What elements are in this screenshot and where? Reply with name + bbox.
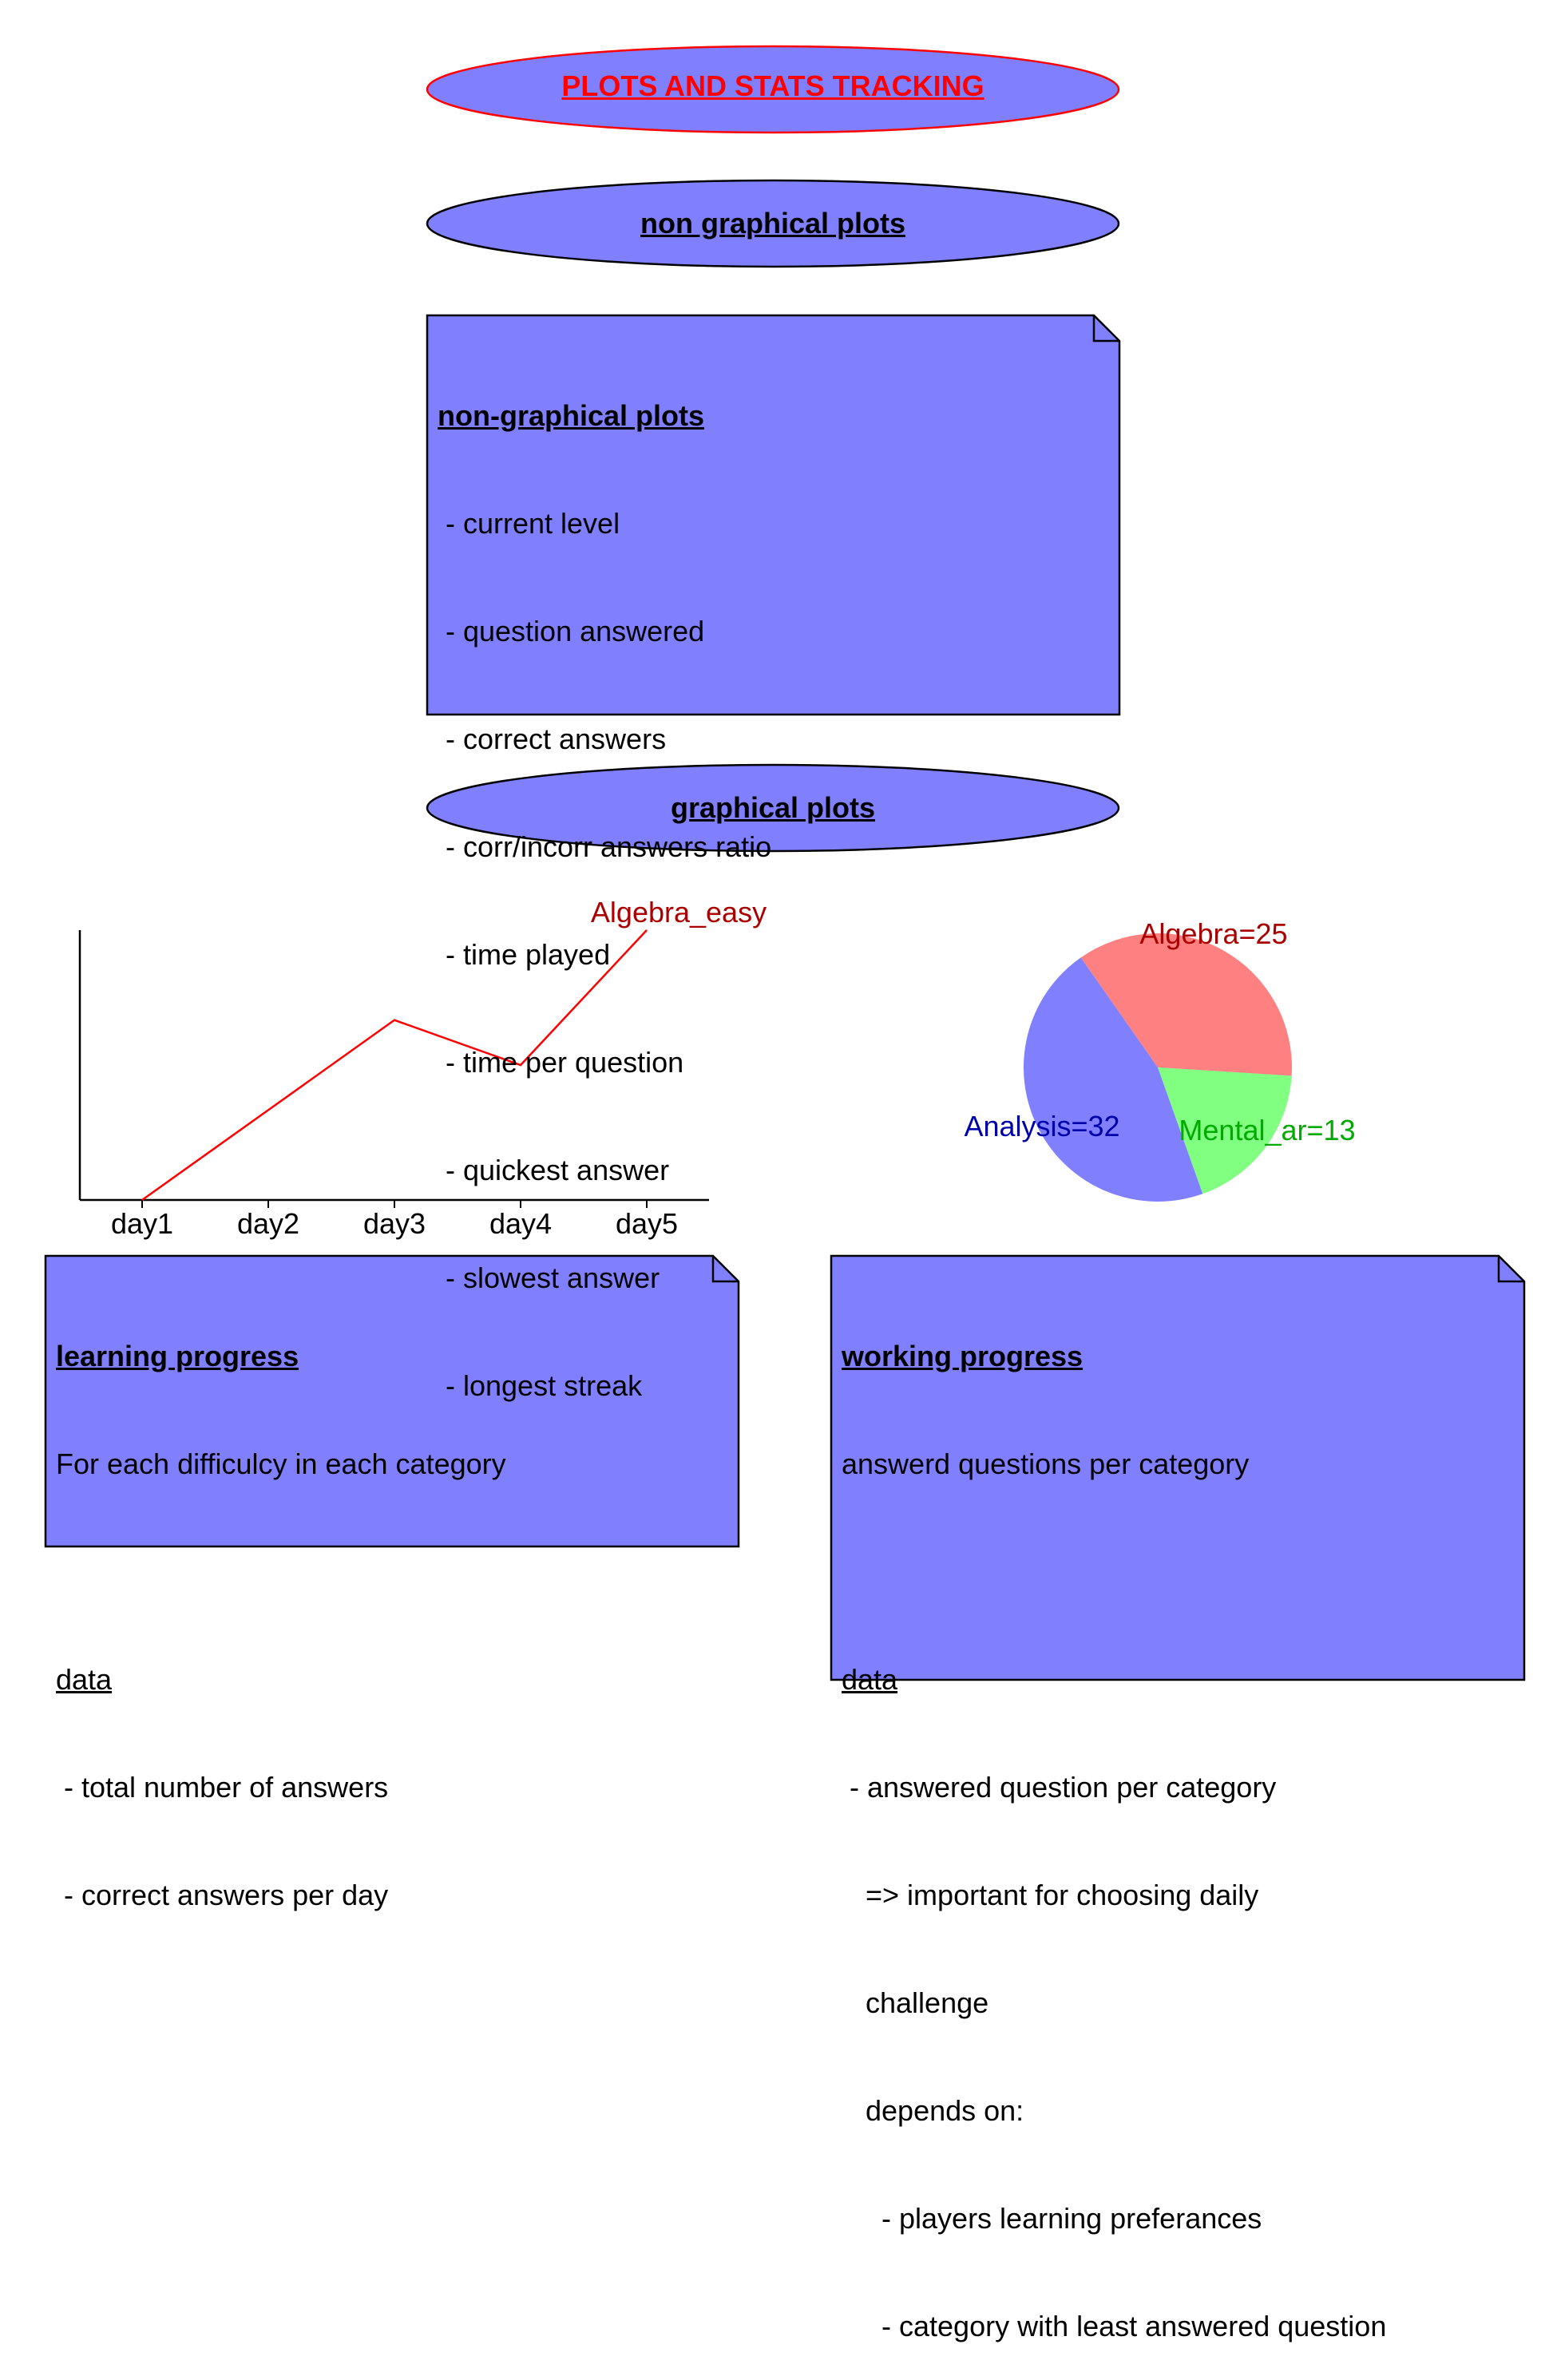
note-title: working progress (842, 1340, 1084, 1372)
learning-progress-note: learning progress For each difficulcy in… (56, 1266, 506, 1949)
note-subtitle: answerd questions per category (842, 1447, 1250, 1480)
working-progress-note: working progress answerd questions per c… (842, 1266, 1386, 2380)
pie-slice-label: Analysis=32 (964, 1110, 1119, 1142)
list-item: - quickest answer (438, 1154, 670, 1186)
note-fold (1092, 315, 1119, 343)
note-subtitle: For each difficulcy in each category (56, 1447, 506, 1480)
list-item: - time per question (438, 1046, 684, 1079)
non-graphical-note-shape (426, 314, 1121, 716)
x-tick-label: day3 (363, 1207, 426, 1240)
list-item: - total number of answers (56, 1771, 389, 1804)
working-note-shape (830, 1254, 1526, 1681)
list-item: - slowest answer (438, 1261, 660, 1294)
graphical-section-ellipse (426, 763, 1120, 853)
non-graphical-section-ellipse (426, 179, 1120, 268)
page-title: PLOTS AND STATS TRACKING (561, 69, 984, 102)
list-item: - corr/incorr answers ratio (438, 830, 772, 863)
list-item: => important for choosing daily (842, 1879, 1259, 1911)
data-heading: data (56, 1663, 113, 1696)
diagram-canvas: day1 day2 day3 day4 day5 Algebra_easy Algebra… (44, 45, 1526, 1681)
data-point (646, 929, 648, 931)
note-title: learning progress (56, 1340, 299, 1372)
list-item: - answered question per category (842, 1771, 1277, 1804)
list-item: depends on: (842, 2094, 1024, 2127)
x-tick-label: day4 (489, 1207, 552, 1240)
pie-slice (1080, 933, 1292, 1076)
x-tick-label: day2 (237, 1207, 299, 1240)
x-tick-label: day1 (111, 1207, 173, 1240)
list-item: - correct answers (438, 723, 667, 755)
section-label-graphical: graphical plots (670, 791, 876, 824)
list-item: - longest streak (438, 1369, 643, 1402)
pie-slice (1024, 957, 1203, 1202)
note-fold (1497, 1256, 1524, 1283)
list-item: - players learning preferances (842, 2202, 1262, 2235)
list-item: - question answered (438, 615, 705, 647)
note-title: non-graphical plots (438, 399, 705, 432)
list-item: - time played (438, 938, 611, 971)
section-label-non-graphical: non graphical plots (640, 207, 905, 240)
data-point (267, 1109, 269, 1111)
pie-slice-label: Algebra=25 (1139, 917, 1287, 950)
note-fold (711, 1256, 739, 1283)
line-chart: day1 day2 day3 day4 day5 Algebra_easy (78, 896, 767, 1240)
list-item: - current level (438, 507, 620, 540)
data-point (141, 1199, 143, 1201)
x-tick-label: day5 (616, 1207, 678, 1240)
non-graphical-note: non-graphical plots - current level - qu… (438, 326, 771, 1439)
data-heading: data (842, 1663, 898, 1696)
pie-slice (1158, 1067, 1292, 1194)
list-item: challenge (842, 1986, 989, 2019)
learning-note-shape (44, 1254, 740, 1548)
title-ellipse (426, 45, 1120, 134)
list-item: - category with least answered question (842, 2310, 1387, 2342)
list-item: - correct answers per day (56, 1879, 389, 1911)
series-label: Algebra_easy (591, 896, 767, 929)
pie-slice-label: Mental_ar=13 (1179, 1114, 1355, 1146)
